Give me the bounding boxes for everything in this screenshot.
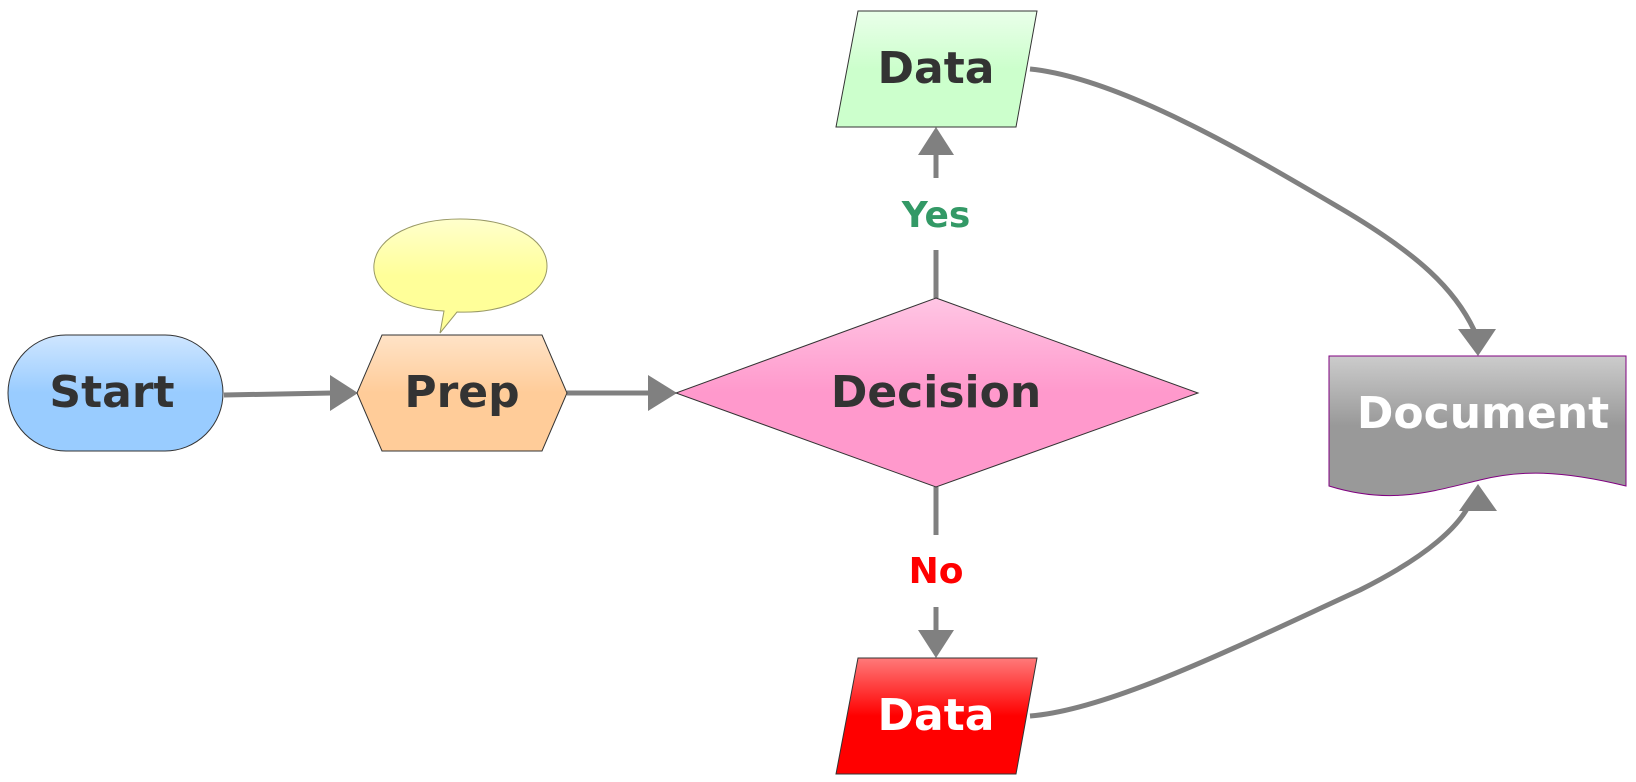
data-yes-node[interactable]: Data [835, 10, 1038, 128]
arrowhead-yes-data [918, 127, 954, 155]
data-no-node[interactable]: Data [835, 657, 1038, 775]
no-label: No [909, 551, 964, 592]
document-label: Document [1357, 388, 1609, 439]
document-node[interactable]: Document [1328, 355, 1627, 497]
prep-node[interactable]: Prep [356, 334, 568, 452]
arrowhead-no-data [918, 630, 954, 658]
edge-datano-document [1029, 501, 1473, 719]
edge-datayes-document [1029, 66, 1477, 332]
start-label: Start [49, 367, 174, 418]
decision-node[interactable]: Decision [674, 297, 1200, 488]
start-node[interactable]: Start [7, 334, 224, 452]
yes-label: Yes [901, 195, 971, 236]
decision-label: Decision [831, 367, 1041, 418]
arrowhead-start-prep [330, 375, 358, 411]
connectors [223, 66, 1497, 719]
arrowhead-datayes-document [1458, 329, 1496, 356]
data-no-label: Data [878, 690, 995, 741]
arrowhead-datano-document [1459, 484, 1497, 511]
prep-label: Prep [404, 367, 519, 418]
callout-bubble[interactable] [373, 218, 548, 334]
arrowhead-prep-decision [648, 375, 677, 411]
edge-start-prep [223, 390, 333, 398]
data-yes-label: Data [878, 43, 995, 94]
